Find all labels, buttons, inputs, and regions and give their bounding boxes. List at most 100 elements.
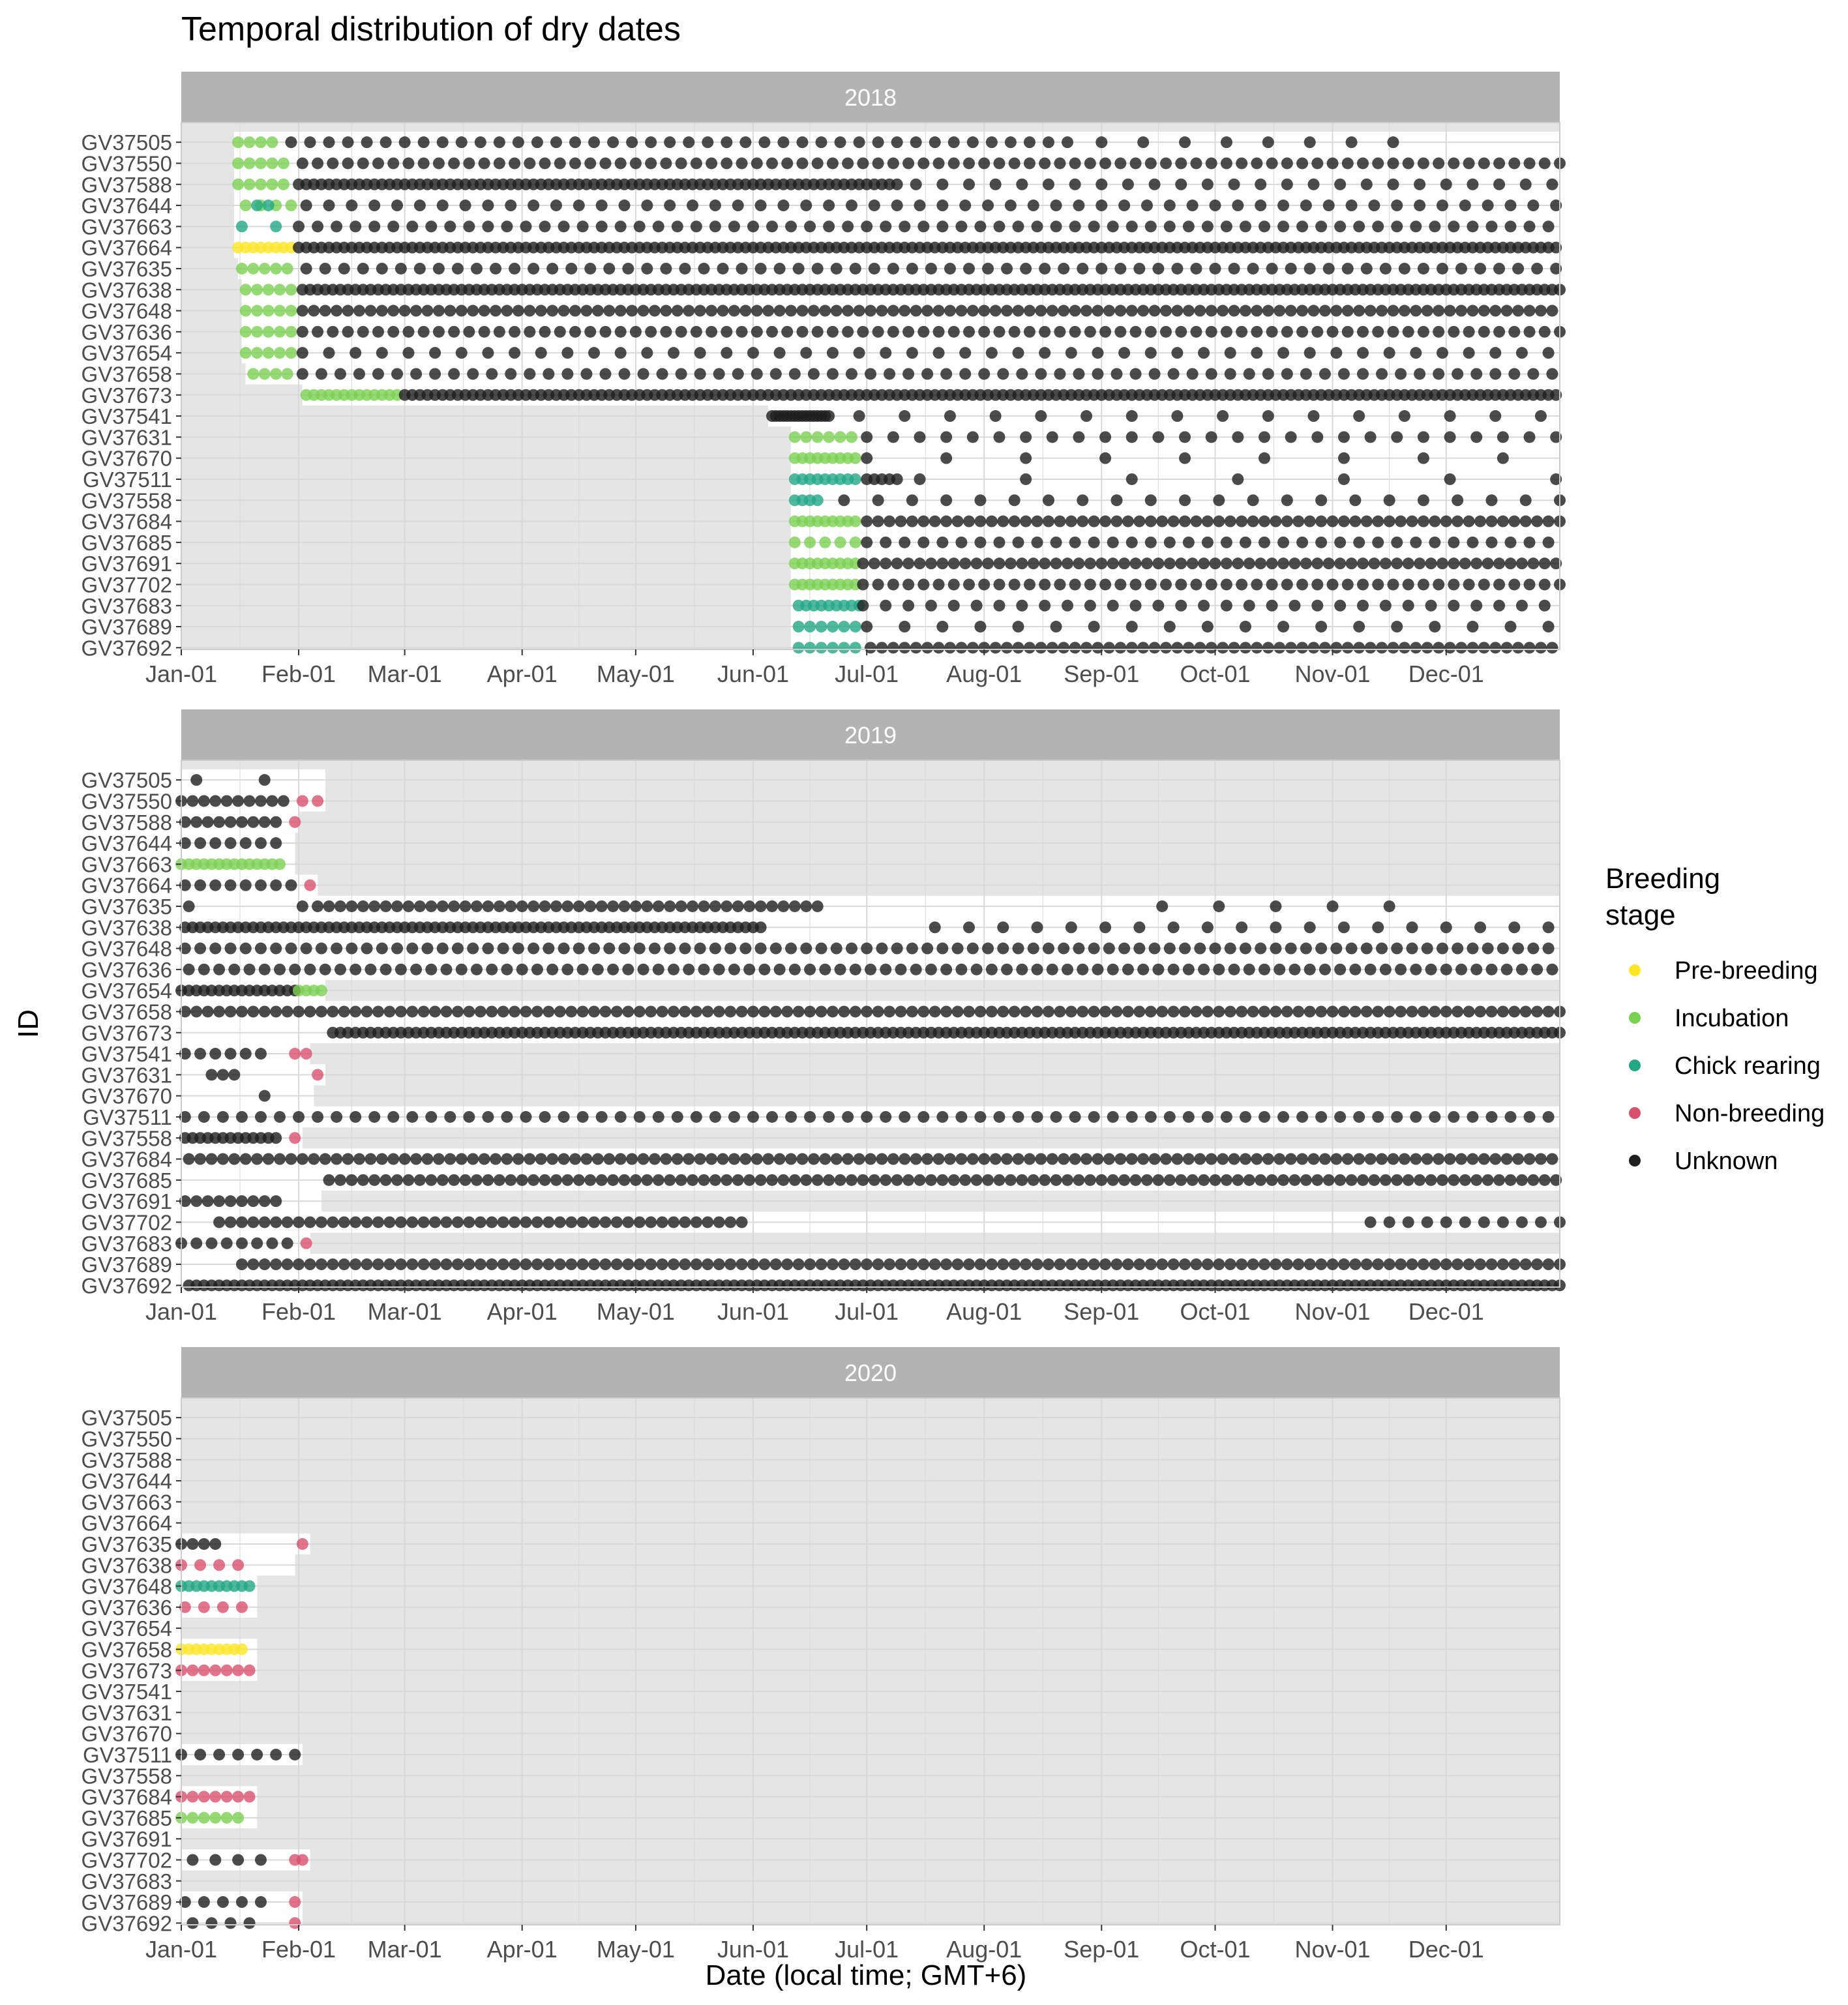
data-point <box>289 1748 301 1760</box>
data-point <box>1436 262 1448 275</box>
data-point <box>584 1174 597 1186</box>
data-point <box>1205 431 1217 443</box>
data-point <box>796 136 809 149</box>
data-point <box>993 599 1006 612</box>
data-point <box>524 157 536 170</box>
data-point <box>732 200 744 212</box>
data-point <box>884 368 896 380</box>
data-point <box>823 200 835 212</box>
data-point <box>951 1258 964 1271</box>
data-point <box>645 1216 657 1228</box>
data-point <box>209 795 222 807</box>
data-point <box>1433 642 1445 654</box>
data-point <box>561 1174 574 1186</box>
data-point <box>1073 1174 1085 1186</box>
data-point <box>1519 178 1532 190</box>
data-point <box>1088 220 1100 233</box>
data-point <box>1020 431 1032 443</box>
data-point <box>944 1153 956 1165</box>
data-point <box>1550 241 1562 254</box>
data-point <box>1099 921 1112 934</box>
data-point <box>213 1005 226 1018</box>
data-point <box>664 942 676 955</box>
data-point <box>1485 1005 1498 1018</box>
data-point <box>1069 157 1081 170</box>
data-point <box>974 1110 987 1123</box>
data-point <box>1391 557 1403 570</box>
data-point <box>1364 304 1377 317</box>
data-point <box>482 900 494 912</box>
data-point <box>603 1153 616 1165</box>
data-point <box>1262 410 1274 423</box>
y-tick-label: GV37702 <box>82 1210 172 1234</box>
data-point <box>796 1153 809 1165</box>
data-point <box>910 304 922 317</box>
data-point <box>509 325 521 338</box>
data-point <box>595 900 608 912</box>
data-point <box>440 963 453 975</box>
data-point <box>285 1153 297 1165</box>
data-point <box>296 347 308 359</box>
data-point <box>1065 921 1077 934</box>
data-point <box>1307 410 1320 423</box>
data-point <box>1508 325 1521 338</box>
data-point <box>239 879 252 891</box>
data-point <box>1368 200 1380 212</box>
data-point <box>451 262 464 275</box>
data-point <box>1489 368 1502 380</box>
data-point <box>1239 304 1251 317</box>
data-point <box>463 325 475 338</box>
data-point <box>285 879 297 891</box>
data-point <box>421 304 434 317</box>
data-point <box>963 157 975 170</box>
data-point <box>671 1153 683 1165</box>
data-point <box>1322 262 1335 275</box>
data-point <box>690 1258 702 1271</box>
data-point <box>687 200 699 212</box>
data-point <box>413 900 426 912</box>
data-point <box>1062 136 1073 149</box>
data-point <box>1470 368 1483 380</box>
data-point <box>1337 452 1350 464</box>
data-point <box>463 157 475 170</box>
data-point <box>372 1258 384 1271</box>
data-point <box>247 1258 260 1271</box>
data-point <box>1429 621 1441 633</box>
data-point <box>1129 368 1142 380</box>
data-point <box>258 1216 271 1228</box>
data-point <box>372 368 384 380</box>
data-point <box>876 642 888 654</box>
data-point <box>501 1153 513 1165</box>
data-point <box>467 368 479 380</box>
data-point <box>1114 157 1127 170</box>
data-point <box>1353 1153 1365 1165</box>
data-point <box>610 1216 623 1228</box>
data-point <box>1504 1174 1517 1186</box>
data-point <box>660 1153 672 1165</box>
data-point <box>1073 942 1085 955</box>
data-point <box>1379 1174 1392 1186</box>
data-point <box>1349 1005 1362 1018</box>
data-point <box>1133 942 1146 955</box>
data-point <box>1391 621 1403 633</box>
data-point <box>565 1216 578 1228</box>
y-tick-label: GV37541 <box>82 1042 172 1066</box>
data-point <box>947 325 960 338</box>
data-point <box>1330 304 1343 317</box>
data-point <box>811 157 824 170</box>
data-point <box>410 368 423 380</box>
data-point <box>781 1258 794 1271</box>
data-point <box>1452 1258 1464 1271</box>
data-point <box>274 347 286 359</box>
data-point <box>235 1195 248 1208</box>
data-point <box>989 178 1002 190</box>
y-tick-label: GV37684 <box>82 510 172 534</box>
legend-label: Incubation <box>1675 1005 1789 1032</box>
data-point <box>1201 536 1214 548</box>
data-point <box>671 1110 683 1123</box>
data-point <box>270 1132 282 1144</box>
data-point <box>254 1896 267 1908</box>
data-point <box>543 368 555 380</box>
data-point <box>1095 557 1108 570</box>
